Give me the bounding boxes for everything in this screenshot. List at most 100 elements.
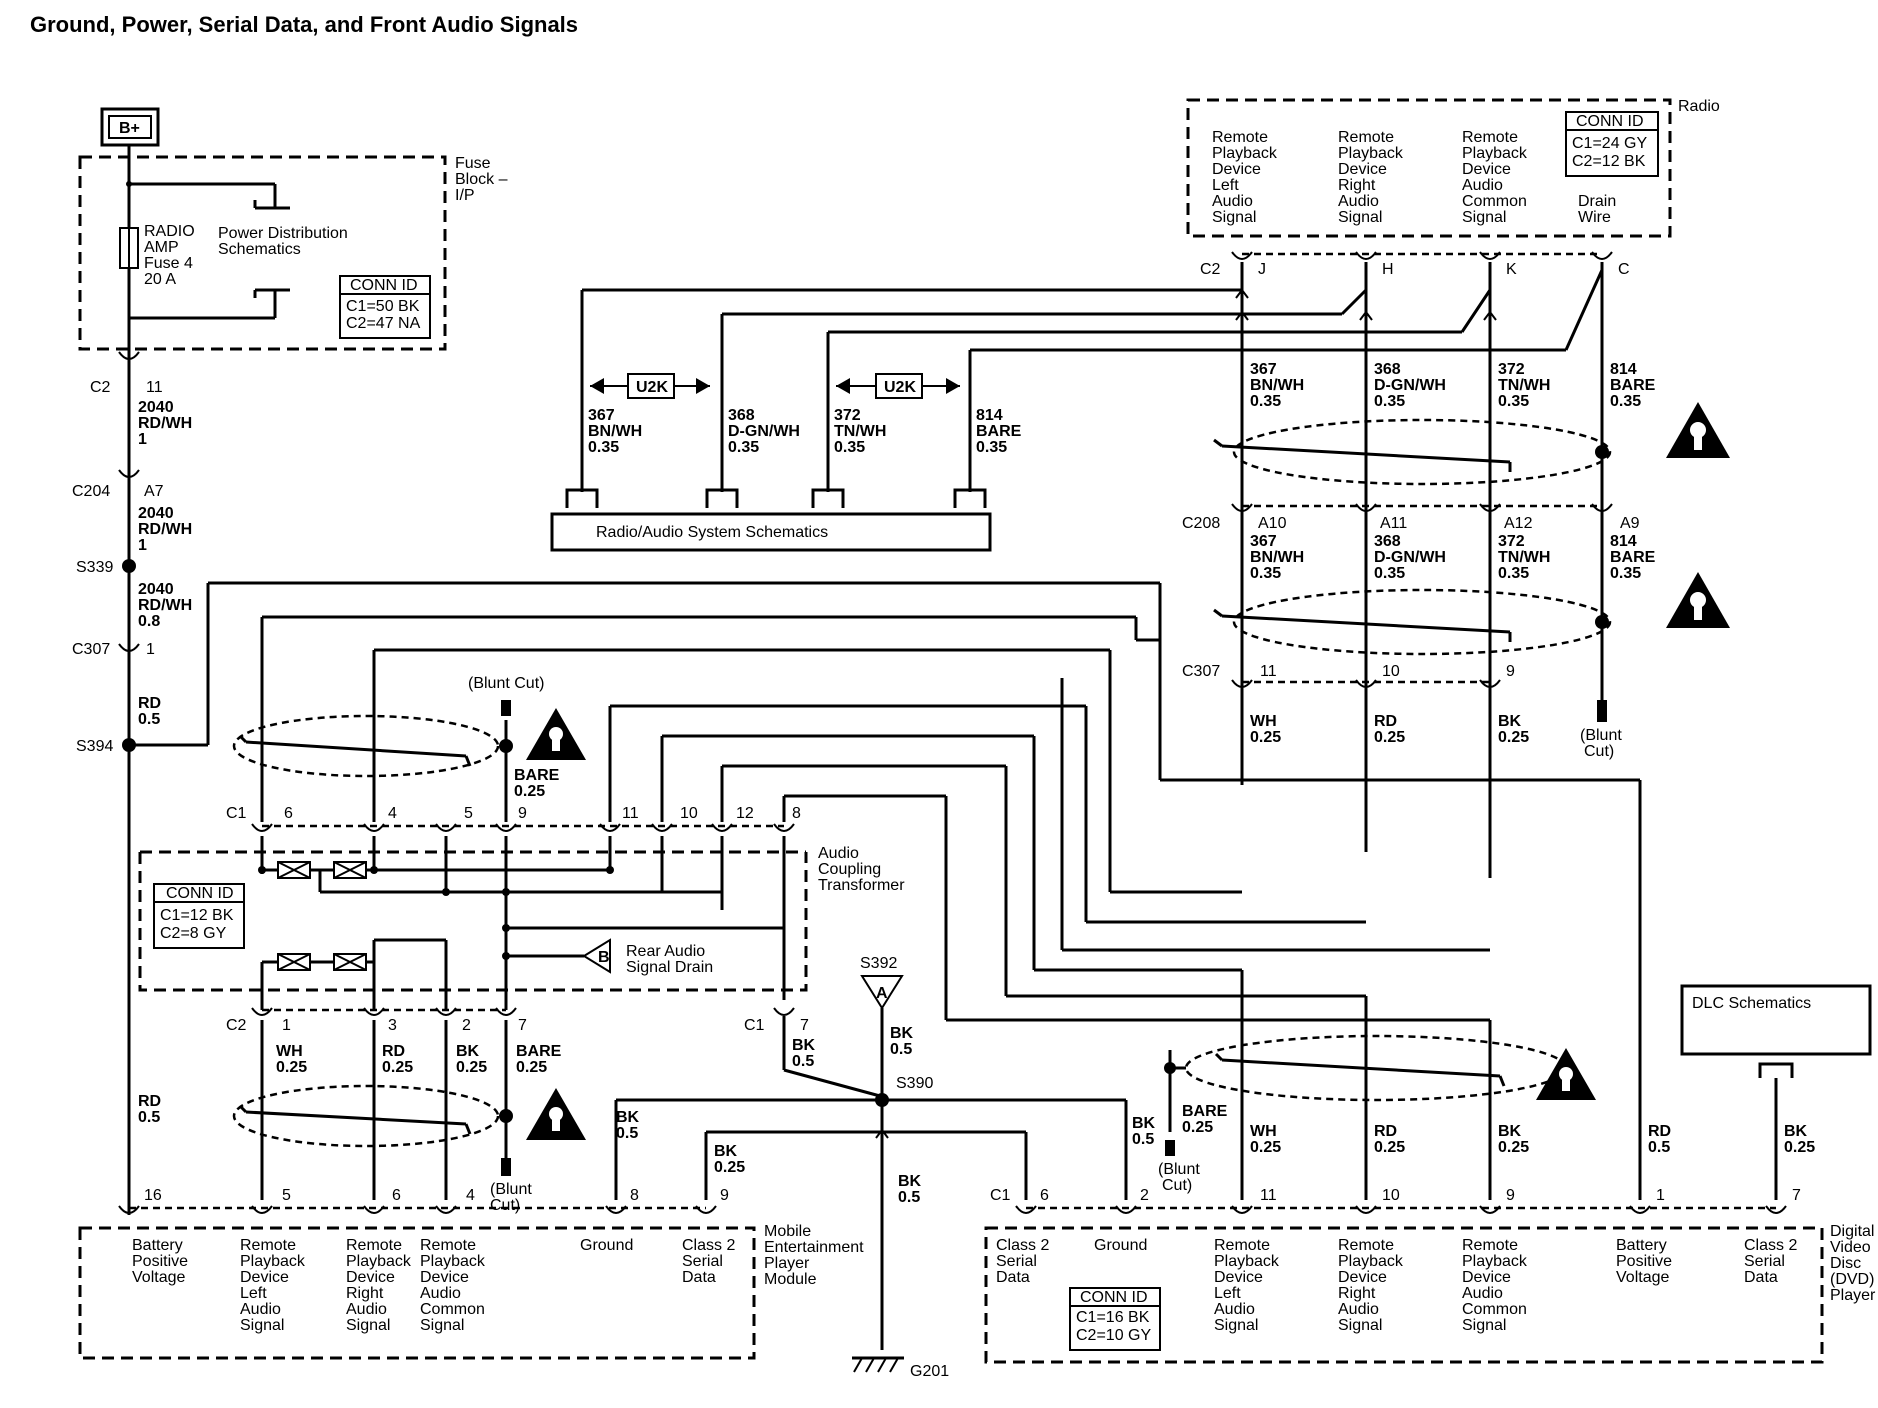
- mem-module-name: Mobile Entertainment Player Module: [764, 1223, 864, 1288]
- fuse-block-name: Fuse Block – I/P: [455, 155, 508, 204]
- svg-text:372: 372: [834, 407, 861, 424]
- svg-text:6: 6: [1040, 1187, 1049, 1204]
- svg-text:1: 1: [138, 431, 147, 448]
- fuse-block-box: [78, 155, 447, 351]
- svg-text:Playback: Playback: [240, 1253, 306, 1270]
- svg-text:Playback: Playback: [1214, 1253, 1280, 1270]
- svg-text:Signal: Signal: [1212, 209, 1256, 226]
- svg-text:C1=24 GY: C1=24 GY: [1572, 135, 1647, 152]
- svg-text:Ground: Ground: [1094, 1237, 1147, 1254]
- svg-text:0.35: 0.35: [1498, 393, 1529, 410]
- wire-2040-3: 2040 RD/WH 0.8: [138, 581, 192, 630]
- transformer-c2-label: C2: [226, 1017, 247, 1034]
- svg-text:CONN ID: CONN ID: [166, 885, 234, 902]
- svg-text:0.35: 0.35: [1250, 565, 1281, 582]
- coil-icon: [277, 861, 367, 879]
- svg-text:(DVD): (DVD): [1830, 1271, 1874, 1288]
- blunt-cut-label: (Blunt Cut): [1580, 727, 1622, 760]
- svg-text:(Blunt: (Blunt: [490, 1181, 532, 1198]
- svg-text:Drain: Drain: [1578, 193, 1616, 210]
- svg-text:Fuse 4: Fuse 4: [144, 255, 193, 272]
- radio-c2-label: C2: [1200, 261, 1221, 278]
- transformer-conn-id: CONN ID C1=12 BK C2=8 GY: [153, 883, 245, 949]
- svg-text:0.25: 0.25: [516, 1059, 547, 1076]
- svg-text:RD/WH: RD/WH: [138, 415, 192, 432]
- transformer-c2-wire-labels: WH 0.25 RD 0.25 BK 0.25 BARE 0.25: [276, 1043, 562, 1076]
- svg-text:0.5: 0.5: [138, 1109, 160, 1126]
- svg-text:BK: BK: [714, 1143, 738, 1160]
- svg-text:367: 367: [588, 407, 615, 424]
- svg-text:D-GN/WH: D-GN/WH: [1374, 549, 1446, 566]
- svg-text:814: 814: [976, 407, 1003, 424]
- transformer-box: [138, 852, 808, 992]
- svg-text:0.35: 0.35: [1374, 393, 1405, 410]
- svg-text:5: 5: [464, 805, 473, 822]
- svg-text:CONN ID: CONN ID: [1576, 113, 1644, 130]
- svg-text:U2K: U2K: [884, 379, 916, 396]
- warning-icon: [1536, 1048, 1596, 1100]
- svg-text:372: 372: [1498, 533, 1525, 550]
- svg-text:TN/WH: TN/WH: [834, 423, 886, 440]
- svg-text:C2=8 GY: C2=8 GY: [160, 925, 227, 942]
- svg-text:Device: Device: [420, 1269, 469, 1286]
- svg-text:10: 10: [1382, 663, 1400, 680]
- svg-text:Remote: Remote: [1462, 1237, 1518, 1254]
- svg-text:BK: BK: [1784, 1123, 1808, 1140]
- svg-text:11: 11: [146, 379, 163, 396]
- svg-text:0.25: 0.25: [456, 1059, 487, 1076]
- svg-text:Right: Right: [346, 1285, 384, 1302]
- battery-source: B+: [100, 107, 160, 147]
- svg-text:CONN ID: CONN ID: [350, 277, 418, 294]
- svg-text:0.25: 0.25: [1250, 1139, 1281, 1156]
- svg-text:Common: Common: [1462, 193, 1527, 210]
- audio-system-box: Radio/Audio System Schematics: [550, 512, 992, 552]
- radio-branch-splices: [1235, 288, 1497, 321]
- svg-text:BK: BK: [456, 1043, 480, 1060]
- svg-text:K: K: [1506, 261, 1517, 278]
- svg-text:0.35: 0.35: [728, 439, 759, 456]
- svg-text:Common: Common: [420, 1301, 485, 1318]
- svg-text:6: 6: [392, 1187, 401, 1204]
- svg-text:BK: BK: [1132, 1115, 1156, 1132]
- svg-text:Remote: Remote: [1214, 1237, 1270, 1254]
- svg-text:C1: C1: [744, 1017, 765, 1034]
- svg-text:RD: RD: [138, 1093, 161, 1110]
- svg-text:D-GN/WH: D-GN/WH: [728, 423, 800, 440]
- s339-label: S339: [76, 559, 113, 576]
- svg-text:Rear Audio: Rear Audio: [626, 943, 705, 960]
- svg-text:Positive: Positive: [132, 1253, 188, 1270]
- svg-text:Common: Common: [1462, 1301, 1527, 1318]
- svg-text:Playback: Playback: [1212, 145, 1278, 162]
- svg-text:2: 2: [462, 1017, 471, 1034]
- dlc-pin: [1758, 1062, 1794, 1078]
- svg-text:Signal: Signal: [1462, 209, 1506, 226]
- shield-ellipse-2: [1232, 588, 1612, 656]
- svg-text:0.35: 0.35: [1250, 393, 1281, 410]
- svg-text:Signal Drain: Signal Drain: [626, 959, 713, 976]
- c2-label: C2: [90, 379, 111, 396]
- svg-text:C2=10 GY: C2=10 GY: [1076, 1327, 1151, 1344]
- svg-text:BK: BK: [890, 1025, 914, 1042]
- power-distribution-label: Power Distribution Schematics: [218, 225, 348, 258]
- bare-wire-label: BARE 0.25: [514, 767, 560, 800]
- blunt-cut-upper: (Blunt Cut): [468, 675, 544, 692]
- svg-text:BN/WH: BN/WH: [588, 423, 642, 440]
- svg-text:TN/WH: TN/WH: [1498, 549, 1550, 566]
- svg-text:BN/WH: BN/WH: [1250, 549, 1304, 566]
- svg-text:0.35: 0.35: [976, 439, 1007, 456]
- u2k-link-2: U2K: [836, 373, 960, 399]
- transformer-c2-pins: 1 3 2 7: [251, 1007, 527, 1034]
- svg-text:814: 814: [1610, 361, 1637, 378]
- bk-05-label: BK 0.5: [890, 1025, 914, 1058]
- svg-text:2040: 2040: [138, 581, 174, 598]
- svg-text:4: 4: [388, 805, 397, 822]
- svg-text:2040: 2040: [138, 399, 174, 416]
- svg-text:2: 2: [1140, 1187, 1149, 1204]
- dvd-bare-label: BARE 0.25: [1182, 1103, 1228, 1136]
- svg-text:Remote: Remote: [1338, 129, 1394, 146]
- svg-text:Playback: Playback: [1338, 1253, 1404, 1270]
- svg-text:WH: WH: [1250, 1123, 1277, 1140]
- svg-text:Remote: Remote: [346, 1237, 402, 1254]
- c307-right-wire-labels: WH 0.25 RD 0.25 BK 0.25: [1250, 713, 1529, 746]
